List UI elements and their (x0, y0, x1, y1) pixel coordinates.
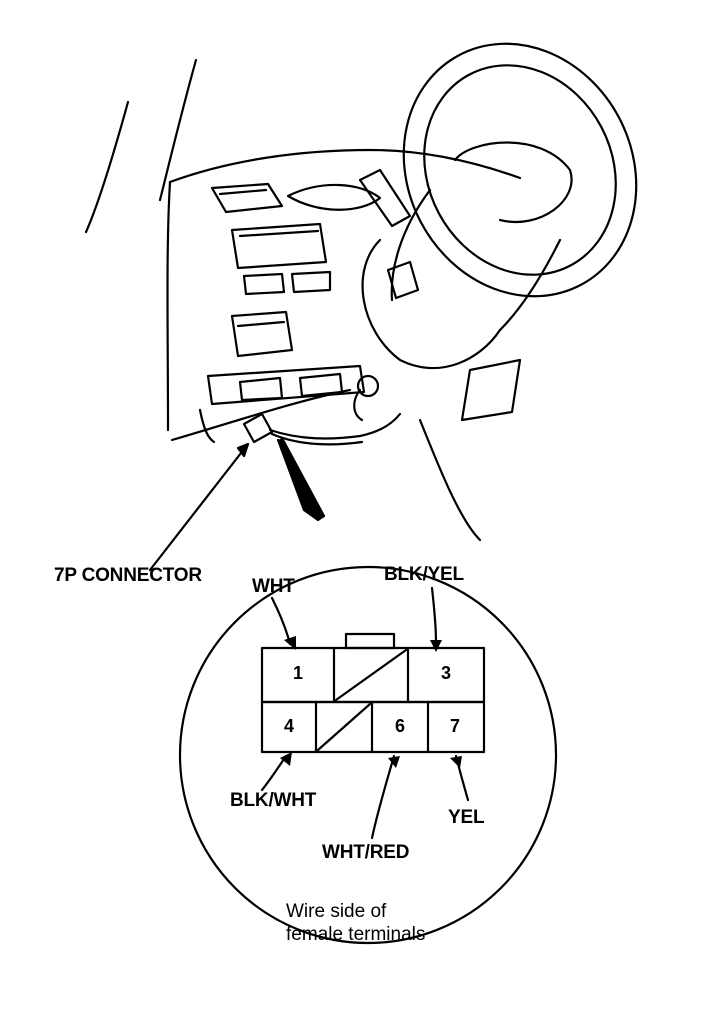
wire-label-pin1: WHT (252, 576, 295, 597)
steering-hub (453, 141, 573, 223)
climate-knob-panel (230, 310, 294, 358)
combination-switch-stalk (358, 168, 412, 228)
dash-left-edge (166, 180, 172, 432)
pin-4: 4 (283, 716, 294, 736)
wire-label-pin7: YEL (448, 807, 485, 828)
view-note-line1: Wire side of (286, 901, 387, 922)
air-vent-left (210, 182, 284, 214)
yel-arrow (450, 756, 462, 768)
blank-cavity-5 (316, 702, 372, 752)
switch-right (290, 270, 332, 294)
dash-top (168, 148, 522, 184)
steering-column-cover (361, 238, 502, 370)
blkyel-arrow (430, 640, 442, 652)
lower-dash-panel (206, 364, 366, 406)
wire-label-pin6: WHT/RED (322, 842, 410, 863)
radio-panel (230, 222, 328, 270)
switch-left (242, 272, 286, 296)
pin-7: 7 (449, 716, 460, 736)
harness-wire (268, 412, 402, 440)
pin-3: 3 (440, 663, 451, 683)
knee-panel (460, 358, 522, 422)
gauge-opening (286, 183, 382, 211)
wire-label-pin4: BLK/WHT (230, 790, 317, 811)
wht-arrow (284, 636, 296, 650)
a-pillar-line (84, 100, 130, 234)
door-edge-line (158, 58, 198, 202)
connector-body (242, 412, 274, 444)
blkwht-leader (260, 754, 288, 792)
ignition-switch (356, 374, 380, 398)
detail-circle (178, 565, 558, 945)
steering-wheel-inner (423, 64, 617, 276)
wht-leader (270, 596, 292, 646)
whtred-leader (370, 754, 396, 840)
blkyel-leader (430, 586, 438, 644)
connector-latch (344, 632, 396, 650)
connector-label: 7P CONNECTOR (54, 565, 202, 586)
whtred-arrow (388, 756, 400, 768)
view-note-line2: female terminals (286, 924, 426, 945)
pin-1: 1 (292, 663, 303, 683)
steering-wheel-outer (402, 42, 638, 298)
blkwht-arrow (280, 752, 292, 766)
blank-cavity-2 (334, 648, 408, 702)
callout-wedge (276, 436, 326, 522)
view-note: Wire side of female terminals (286, 900, 425, 946)
wire-label-pin3: BLK/YEL (384, 564, 464, 585)
pin-6: 6 (394, 716, 405, 736)
connector-leader (148, 442, 250, 572)
